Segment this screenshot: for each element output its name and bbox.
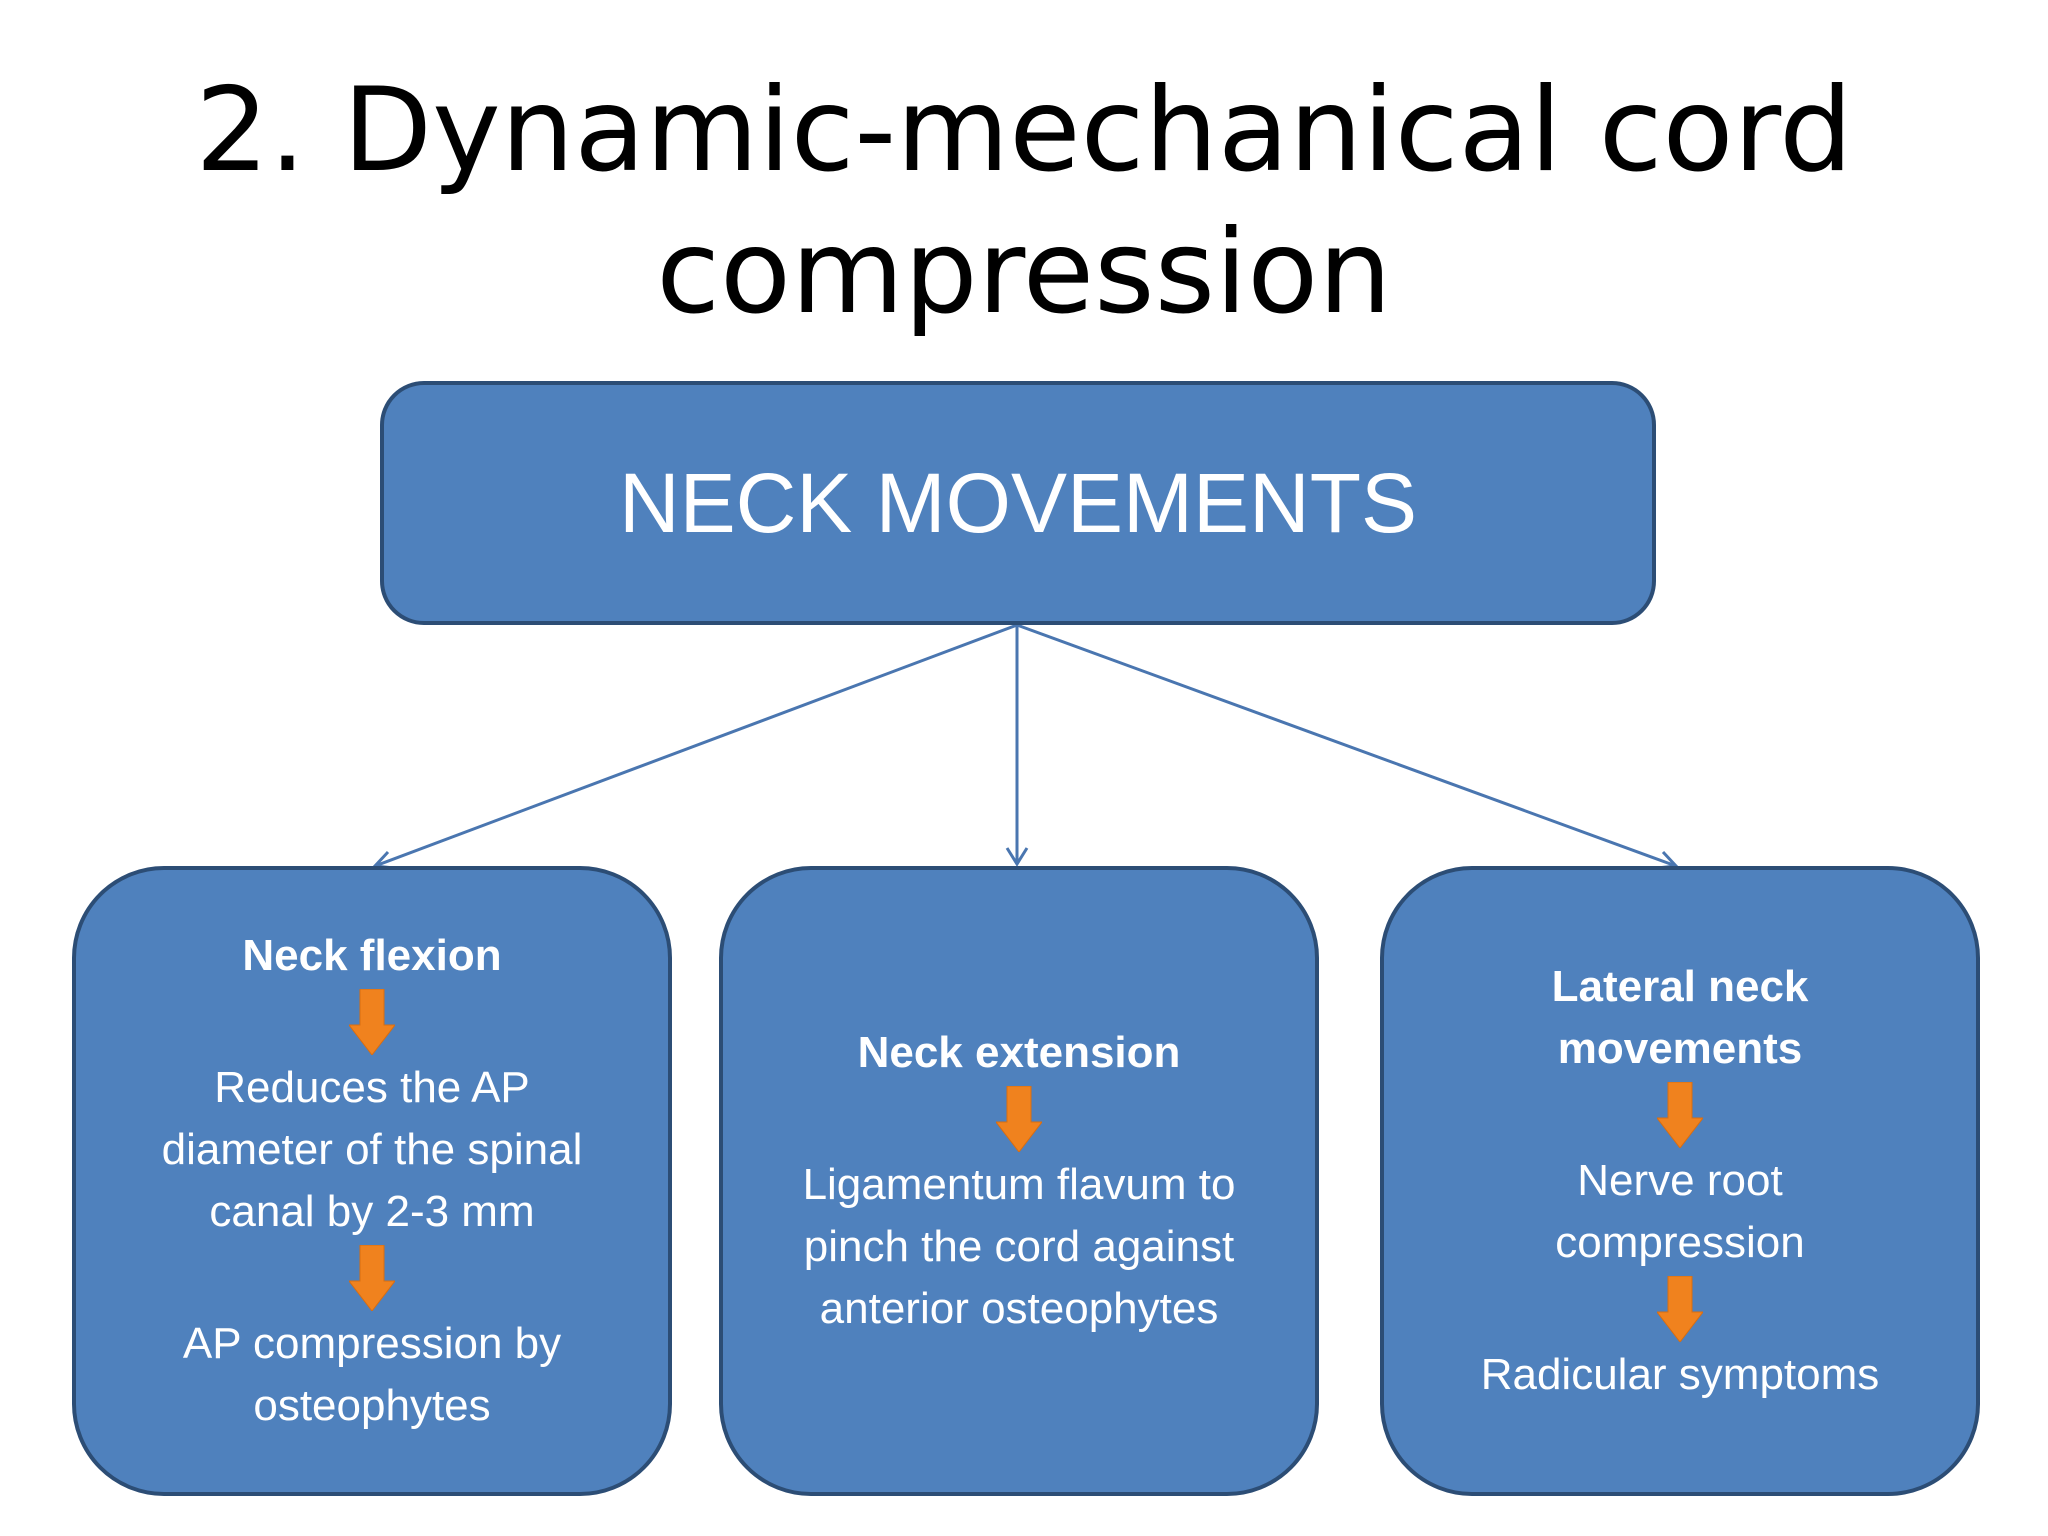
connector-right — [1016, 623, 1677, 868]
down-arrow-icon — [996, 1086, 1042, 1152]
box-text-line: Radicular symptoms — [1480, 1350, 1880, 1399]
lateral-neck-heading-line-1: Lateral neck — [1551, 962, 1809, 1011]
slide-title-line-1: 2. Dynamic-mechanical cord — [195, 63, 1853, 198]
down-arrow-icon — [1657, 1082, 1703, 1148]
neck-extension-box: Neck extension Ligamentum flavum to pinc… — [719, 866, 1319, 1496]
neck-movements-box: NECK MOVEMENTS — [380, 381, 1656, 625]
down-arrow-icon — [1657, 1276, 1703, 1342]
box-text-line: Ligamentum flavum to — [802, 1160, 1236, 1209]
lateral-neck-movements-box: Lateral neck movements Nerve root compre… — [1380, 866, 1980, 1496]
box-text-line: pinch the cord against — [803, 1222, 1235, 1271]
connector-left — [374, 623, 1018, 868]
box-text-line: Reduces the AP — [214, 1063, 530, 1112]
box-text-line: osteophytes — [253, 1381, 491, 1430]
box-text-line: diameter of the spinal — [161, 1125, 583, 1174]
neck-movements-label: NECK MOVEMENTS — [618, 455, 1418, 550]
box-text-line: anterior osteophytes — [819, 1284, 1219, 1333]
neck-flexion-heading: Neck flexion — [242, 931, 502, 980]
box-text-line: compression — [1555, 1218, 1805, 1267]
neck-flexion-box: Neck flexion Reduces the AP diameter of … — [72, 866, 672, 1496]
slide-title: 2. Dynamic-mechanical cord compression — [0, 60, 2048, 344]
down-arrow-icon — [349, 1245, 395, 1311]
lateral-neck-heading-line-2: movements — [1557, 1024, 1803, 1073]
neck-extension-heading: Neck extension — [857, 1028, 1181, 1077]
box-text-line: AP compression by — [182, 1319, 562, 1368]
box-text-line: Nerve root — [1577, 1156, 1783, 1205]
connector-center-arrowhead — [1005, 847, 1029, 867]
slide-title-line-2: compression — [656, 205, 1392, 340]
box-text-line: canal by 2-3 mm — [209, 1187, 535, 1236]
down-arrow-icon — [349, 989, 395, 1055]
